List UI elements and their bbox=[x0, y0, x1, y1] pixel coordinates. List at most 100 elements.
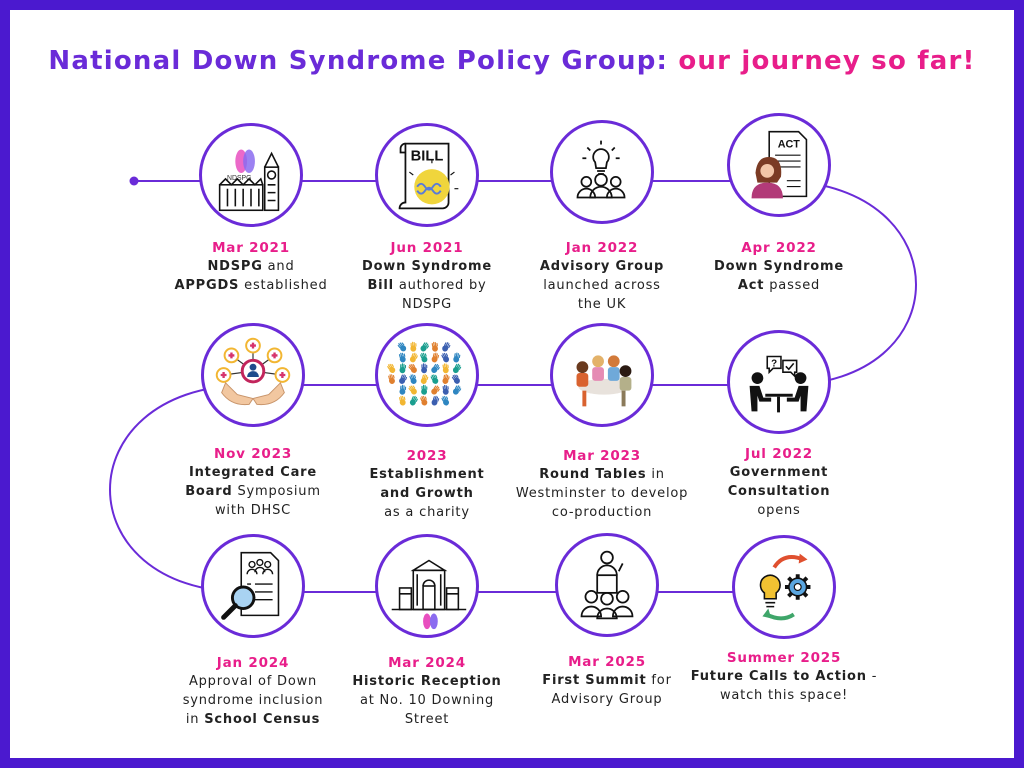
text: the UK bbox=[577, 297, 627, 312]
description-line: Down Syndrome bbox=[317, 257, 537, 276]
milestone-description: Advisory Group launched across the UK bbox=[492, 257, 712, 314]
milestone-circle bbox=[555, 533, 659, 637]
bold-text: Consultation bbox=[727, 484, 831, 499]
parliament-icon: NDSPG bbox=[218, 149, 280, 212]
bold-text: School Census bbox=[204, 712, 321, 727]
ideas-gear-icon bbox=[759, 553, 811, 621]
milestone-circle: ACT bbox=[727, 113, 831, 217]
milestone-circle bbox=[375, 534, 479, 638]
description-line: watch this space! bbox=[674, 686, 894, 705]
bold-text: Board bbox=[185, 484, 233, 499]
text: as a charity bbox=[384, 505, 470, 520]
milestone-circle bbox=[375, 323, 479, 427]
bold-text: APPGDS bbox=[174, 278, 240, 293]
bill-scroll-icon: BILL bbox=[398, 142, 459, 210]
description-line: syndrome inclusion bbox=[143, 691, 363, 710]
text: co-production bbox=[551, 505, 653, 520]
description-line: Future Calls to Action - bbox=[674, 667, 894, 686]
bold-text: Round Tables bbox=[539, 467, 647, 482]
description-line: in School Census bbox=[143, 710, 363, 729]
description-line: Establishment bbox=[317, 465, 537, 484]
milestone-date: Jun 2021 bbox=[390, 240, 464, 256]
text: passed bbox=[764, 278, 821, 293]
text: in bbox=[185, 712, 205, 727]
milestone-description: Approval of Down syndrome inclusion in Sch… bbox=[143, 672, 363, 729]
description-line: the UK bbox=[492, 295, 712, 314]
timeline-start-dot bbox=[129, 176, 139, 186]
description-line: First Summit for bbox=[497, 671, 717, 690]
bold-text: Advisory Group bbox=[539, 259, 665, 274]
description-line: as a charity bbox=[317, 503, 537, 522]
description-line: launched across bbox=[492, 276, 712, 295]
census-search-icon bbox=[221, 551, 280, 620]
milestone-circle: NDSPG bbox=[199, 123, 303, 227]
milestone-date: Summer 2025 bbox=[726, 650, 842, 666]
icon-label: BILL bbox=[411, 148, 444, 164]
milestone-circle bbox=[550, 120, 654, 224]
icon-label: NDSPG bbox=[227, 175, 251, 182]
milestone-date: Mar 2024 bbox=[388, 655, 466, 671]
round-table-icon bbox=[576, 355, 632, 407]
text: syndrome inclusion bbox=[182, 693, 324, 708]
description-line: and Growth bbox=[317, 484, 537, 503]
description-line: Government bbox=[669, 463, 889, 482]
title-accent: our journey so far! bbox=[678, 46, 976, 76]
milestone-circle bbox=[201, 534, 305, 638]
text: for bbox=[646, 673, 672, 688]
description-line: Advisory Group bbox=[497, 690, 717, 709]
text: launched across bbox=[543, 278, 661, 293]
text: Westminster to develop bbox=[515, 486, 689, 501]
text: with DHSC bbox=[214, 503, 292, 518]
text: Approval of Down bbox=[188, 674, 318, 689]
title-main: National Down Syndrome Policy Group: bbox=[48, 46, 669, 76]
milestone-circle bbox=[550, 323, 654, 427]
milestone-date: Mar 2023 bbox=[563, 448, 641, 464]
bold-text: Bill bbox=[367, 278, 394, 293]
description-line: Bill authored by bbox=[317, 276, 537, 295]
text: watch this space! bbox=[719, 688, 849, 703]
care-network-icon bbox=[215, 337, 291, 406]
description-line: co-production bbox=[492, 503, 712, 522]
bold-text: Government bbox=[729, 465, 829, 480]
text: Symposium bbox=[232, 484, 321, 499]
text: and bbox=[262, 259, 295, 274]
text: authored by bbox=[393, 278, 487, 293]
text: Advisory Group bbox=[551, 692, 663, 707]
handprints-icon bbox=[387, 341, 462, 406]
description-line: with DHSC bbox=[143, 501, 363, 520]
text: in bbox=[646, 467, 665, 482]
description-line: Board Symposium bbox=[143, 482, 363, 501]
description-line: Historic Reception bbox=[317, 672, 537, 691]
bold-text: and Growth bbox=[380, 486, 474, 501]
svg-text:?: ? bbox=[771, 358, 777, 369]
bold-text: Down Syndrome bbox=[713, 259, 844, 274]
bold-text: NDSPG bbox=[207, 259, 263, 274]
milestone-date: 2023 bbox=[406, 448, 448, 464]
bold-text: Historic Reception bbox=[352, 674, 502, 689]
summit-audience-icon bbox=[580, 550, 634, 620]
milestone-date: Jan 2024 bbox=[216, 655, 290, 671]
milestone-date: Jul 2022 bbox=[745, 446, 813, 462]
description-line: Approval of Down bbox=[143, 672, 363, 691]
milestone-date: Mar 2025 bbox=[568, 654, 646, 670]
bold-text: First Summit bbox=[542, 673, 647, 688]
description-line: Down Syndrome bbox=[669, 257, 889, 276]
text: established bbox=[239, 278, 328, 293]
milestone-date: Apr 2022 bbox=[741, 240, 817, 256]
